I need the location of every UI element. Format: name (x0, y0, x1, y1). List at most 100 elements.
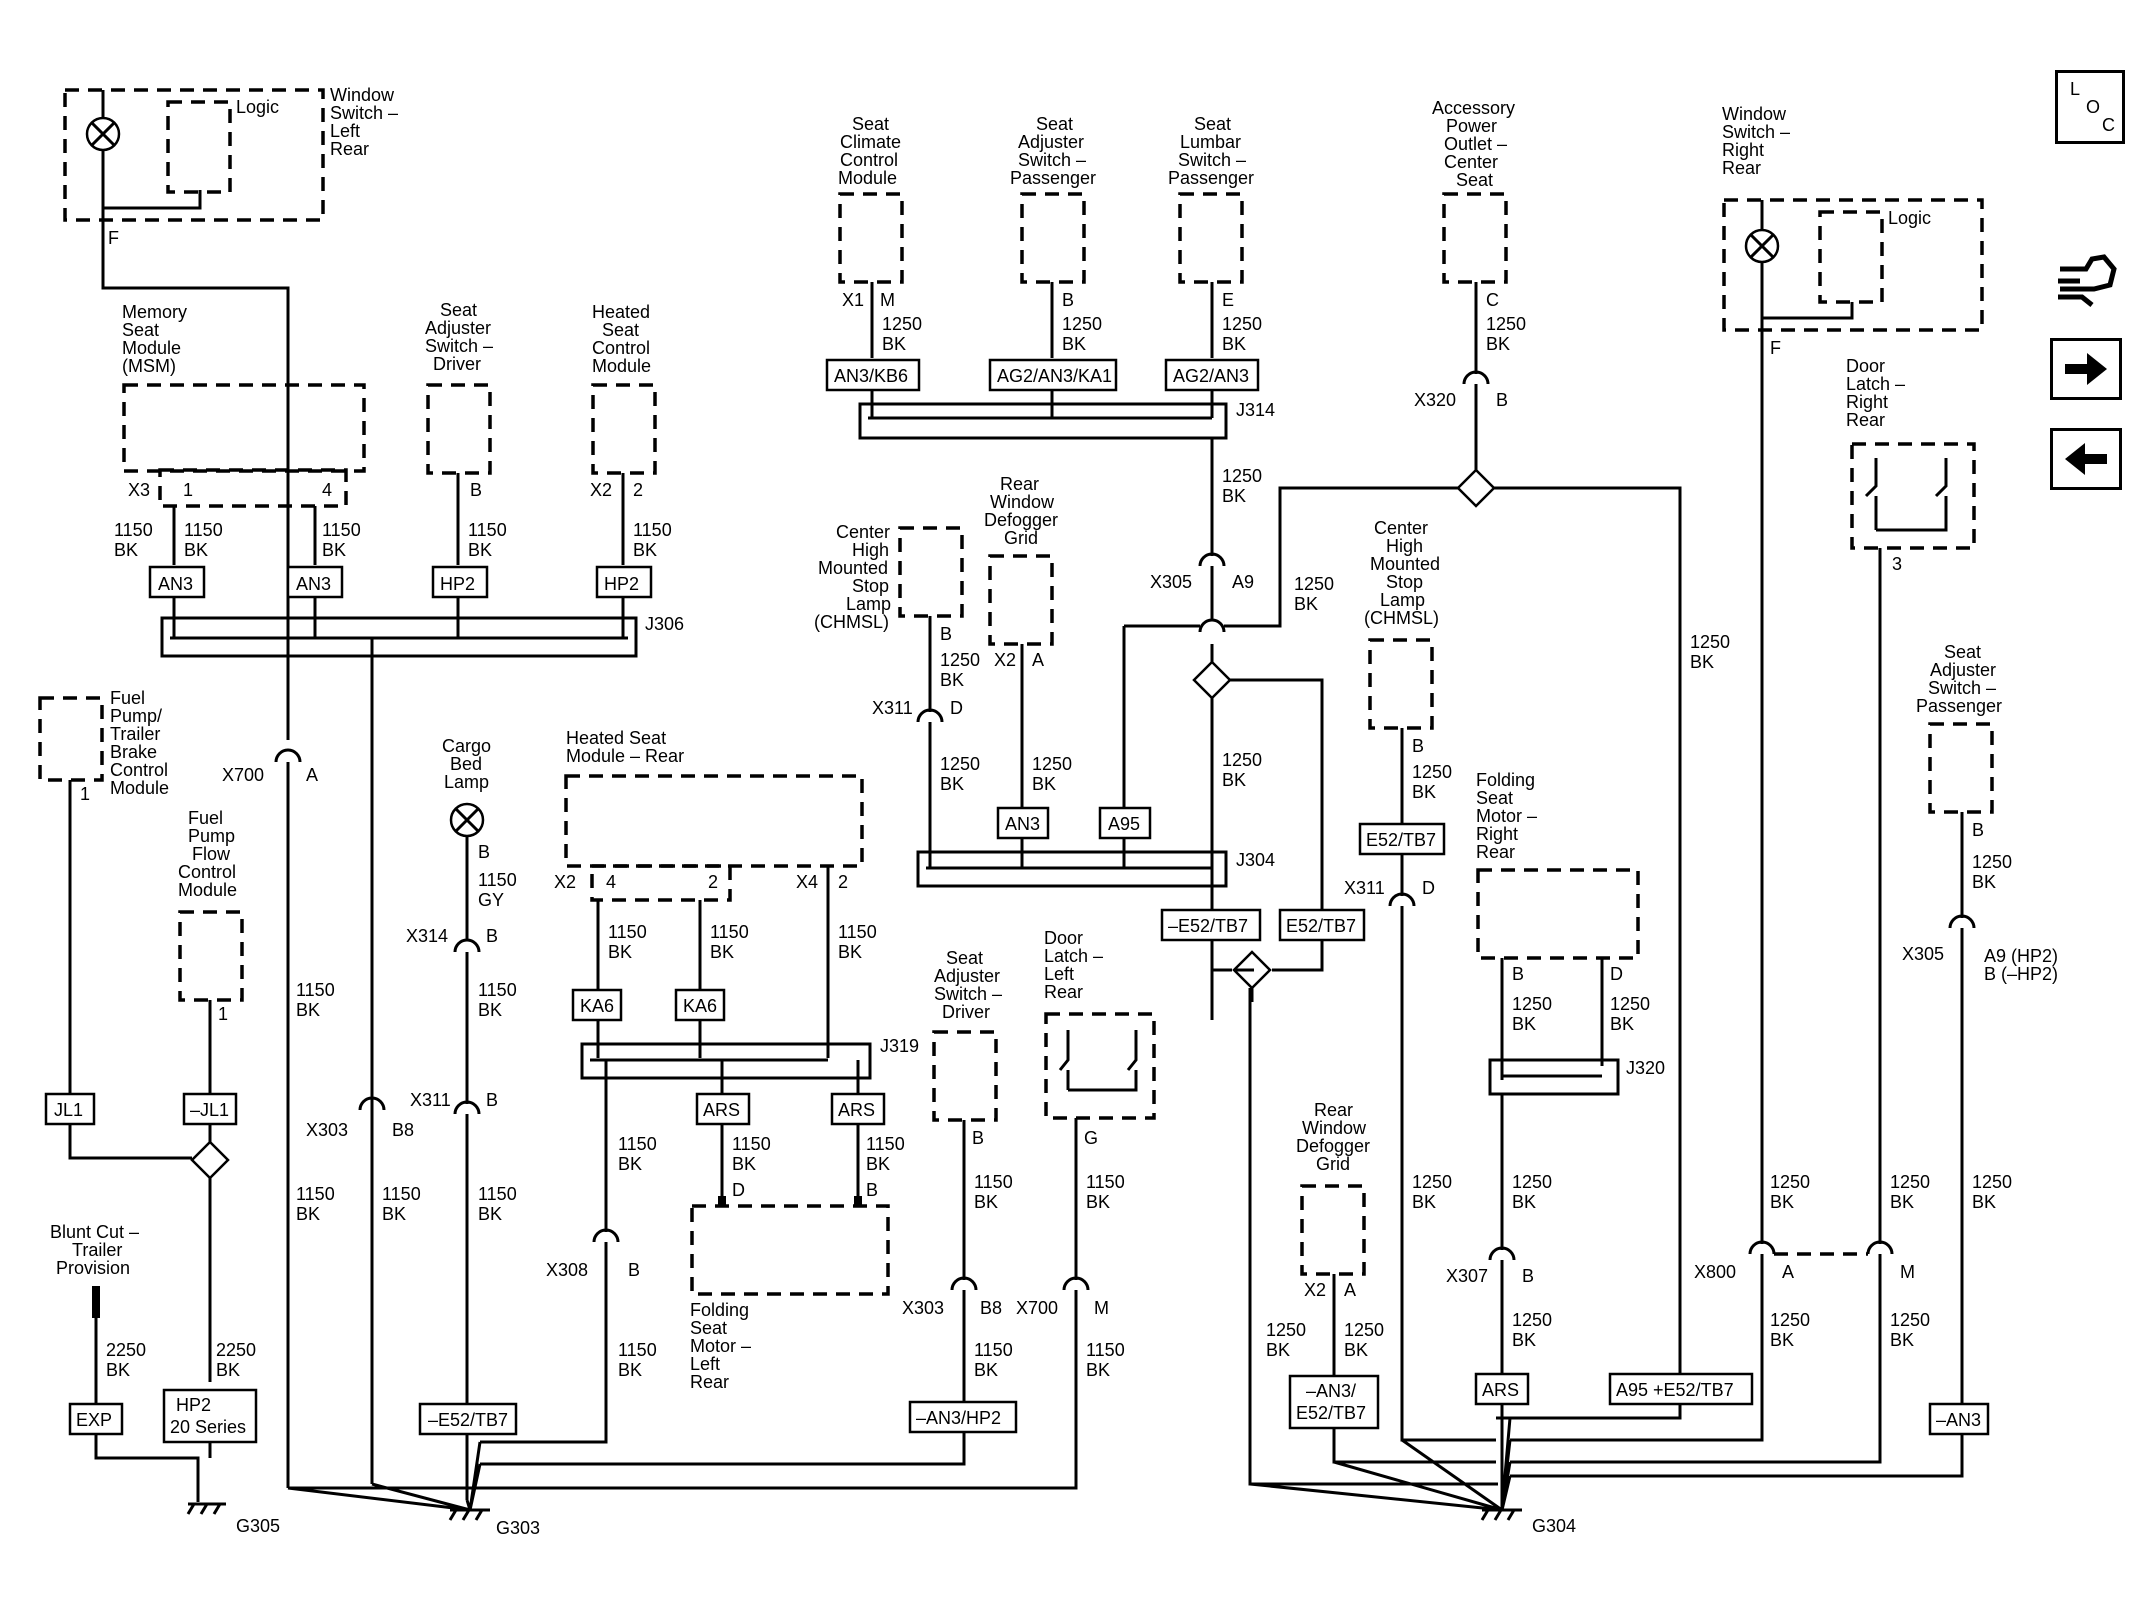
svg-text:M: M (880, 290, 895, 310)
svg-text:Door: Door (1846, 356, 1885, 376)
svg-text:Seat: Seat (690, 1318, 727, 1338)
option-ka6-2: KA6 (674, 988, 726, 1022)
svg-text:Mounted: Mounted (818, 558, 888, 578)
svg-text:B: B (478, 842, 490, 862)
svg-text:Right: Right (1722, 140, 1764, 160)
svg-text:BK: BK (1512, 1330, 1536, 1350)
seat-adj-driver-top-label: Seat (440, 300, 477, 320)
svg-text:1250: 1250 (1770, 1172, 1810, 1192)
option-hp2-1: HP2 (431, 565, 489, 599)
svg-text:1150: 1150 (322, 520, 361, 540)
svg-text:ARS: ARS (703, 1100, 740, 1120)
svg-text:1250: 1250 (1512, 1172, 1552, 1192)
heated-seat-control-label: Heated (592, 302, 650, 322)
svg-text:M: M (1900, 1262, 1915, 1282)
svg-text:1150: 1150 (184, 520, 223, 540)
svg-text:Switch –: Switch – (425, 336, 493, 356)
svg-text:AG2/AN3/KA1: AG2/AN3/KA1 (997, 366, 1112, 386)
svg-text:Lamp: Lamp (846, 594, 891, 614)
svg-text:Driver: Driver (433, 354, 481, 374)
svg-text:X1: X1 (842, 290, 864, 310)
svg-text:Rear: Rear (330, 139, 369, 159)
svg-text:1250: 1250 (1412, 762, 1452, 782)
svg-text:1150: 1150 (296, 1184, 335, 1204)
svg-text:E52/TB7: E52/TB7 (1366, 830, 1436, 850)
svg-text:AN3/KB6: AN3/KB6 (834, 366, 908, 386)
location-button[interactable]: L O C (2055, 70, 2125, 144)
svg-text:X700: X700 (222, 765, 264, 785)
svg-text:BK: BK (1972, 1192, 1996, 1212)
svg-text:BK: BK (940, 670, 964, 690)
svg-text:1250: 1250 (1972, 1172, 2012, 1192)
option-hp2-2: HP2 (595, 565, 653, 599)
svg-text:BK: BK (1086, 1192, 1110, 1212)
svg-text:BK: BK (1032, 774, 1056, 794)
svg-text:B: B (1972, 820, 1984, 840)
svg-text:Rear: Rear (1846, 410, 1885, 430)
svg-text:X4: X4 (796, 872, 818, 892)
svg-text:Seat: Seat (122, 320, 159, 340)
svg-text:AN3: AN3 (1005, 814, 1040, 834)
loc-l: L (2070, 79, 2081, 99)
previous-page-button[interactable] (2050, 428, 2122, 490)
svg-text:Pump: Pump (188, 826, 235, 846)
svg-text:1250: 1250 (1890, 1310, 1930, 1330)
svg-text:Accessory: Accessory (1432, 98, 1515, 118)
svg-text:BK: BK (1890, 1330, 1914, 1350)
svg-text:(CHMSL): (CHMSL) (814, 612, 889, 632)
splice-j314 (858, 402, 1228, 440)
svg-text:C: C (1486, 290, 1499, 310)
svg-text:X314: X314 (406, 926, 448, 946)
svg-text:1150: 1150 (974, 1172, 1013, 1192)
svg-text:X303: X303 (902, 1298, 944, 1318)
svg-text:BK: BK (382, 1204, 406, 1224)
svg-text:1150: 1150 (296, 980, 335, 1000)
svg-text:Switch –: Switch – (330, 103, 398, 123)
svg-text:Passenger: Passenger (1168, 168, 1254, 188)
svg-text:BK: BK (1972, 872, 1996, 892)
svg-text:Cargo: Cargo (442, 736, 491, 756)
svg-text:BK: BK (608, 942, 632, 962)
svg-text:M: M (1094, 1298, 1109, 1318)
svg-text:Trailer: Trailer (72, 1240, 122, 1260)
svg-text:Seat: Seat (1944, 642, 1981, 662)
svg-text:BK: BK (106, 1360, 130, 1380)
svg-text:–E52/TB7: –E52/TB7 (1168, 916, 1248, 936)
svg-text:Rear: Rear (1722, 158, 1761, 178)
svg-text:1: 1 (218, 1004, 228, 1024)
svg-text:1150: 1150 (633, 520, 672, 540)
connector-tool-icon[interactable] (2052, 245, 2122, 315)
svg-text:BK: BK (1412, 1192, 1436, 1212)
svg-text:BK: BK (1412, 782, 1436, 802)
option-an3-b: AN3 (996, 806, 1050, 840)
option-ars-b: ARS (1474, 1372, 1530, 1406)
svg-text:Bed: Bed (450, 754, 482, 774)
svg-text:B: B (1522, 1266, 1534, 1286)
svg-text:1150: 1150 (974, 1340, 1013, 1360)
svg-text:G303: G303 (496, 1518, 540, 1538)
svg-text:X305: X305 (1150, 572, 1192, 592)
option-neg-e52-tb7-b: –E52/TB7 (418, 1402, 518, 1436)
next-page-button[interactable] (2050, 338, 2122, 400)
loc-o: O (2086, 97, 2101, 117)
svg-text:B: B (628, 1260, 640, 1280)
svg-text:Seat: Seat (1194, 114, 1231, 134)
svg-text:B: B (470, 480, 482, 500)
svg-text:BK: BK (1294, 594, 1318, 614)
svg-text:Control: Control (592, 338, 650, 358)
svg-text:Fuel: Fuel (188, 808, 223, 828)
svg-text:Grid: Grid (1004, 528, 1038, 548)
svg-text:KA6: KA6 (683, 996, 717, 1016)
svg-text:Module: Module (592, 356, 651, 376)
svg-text:E: E (1222, 290, 1234, 310)
option-exp: EXP (68, 1402, 124, 1436)
svg-text:High: High (1386, 536, 1423, 556)
svg-text:G304: G304 (1532, 1516, 1576, 1536)
svg-text:BK: BK (1890, 1192, 1914, 1212)
svg-text:BK: BK (184, 540, 208, 560)
svg-text:HP2: HP2 (604, 574, 639, 594)
svg-text:Fuel: Fuel (110, 688, 145, 708)
svg-text:1250: 1250 (1770, 1310, 1810, 1330)
svg-text:1250: 1250 (1972, 852, 2012, 872)
